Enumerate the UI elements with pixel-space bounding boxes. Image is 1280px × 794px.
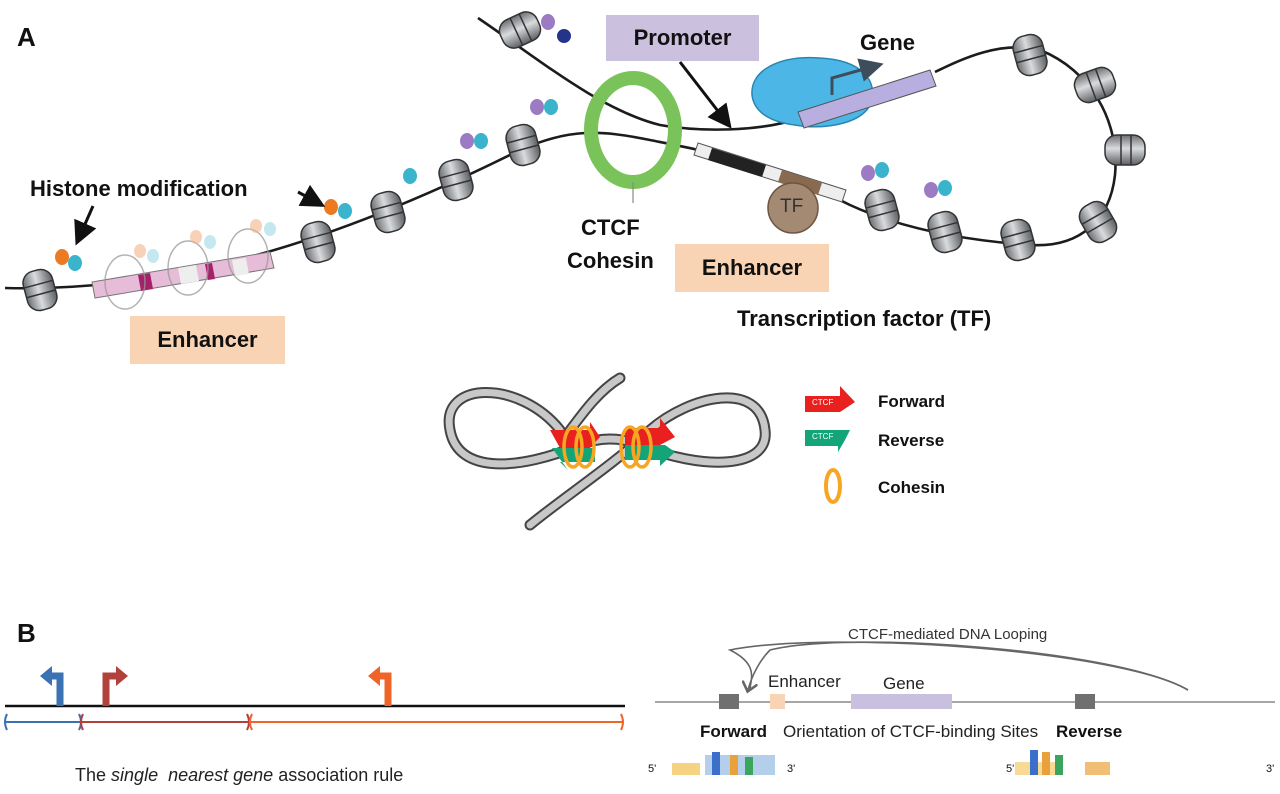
legend-cohesin-label: Cohesin [878,478,946,497]
nucleosomes [22,11,1146,312]
sequence-logo-reverse [1015,750,1110,775]
transcription-start-arrow [830,58,884,95]
ctcf-looping-track [655,641,1275,709]
orientation-label: Orientation of CTCF-binding Sites [783,722,1039,741]
transcription-factor [767,182,819,234]
enhancer-block [770,694,785,709]
reverse-five-prime: 5' [1006,763,1015,775]
legend-cohesin-icon [824,468,842,504]
enhancer-dna-segment-mid [693,142,847,203]
nearest-gene-track [4,666,625,731]
histone-arrow-right [297,184,326,207]
legend-forward-label: Forward [878,392,946,411]
ctcf-loop-illustration [443,372,771,531]
looping-reverse-label: Reverse [1056,722,1123,741]
legend-reverse-badge: CTCF [812,432,834,441]
cohesin-ring [584,71,682,189]
legend-forward-icon [805,386,855,412]
open-nucleosomes [104,228,269,310]
histone-modification-label: Histone modification [30,176,248,201]
promoter-arrow [678,61,732,129]
looping-enhancer-label: Enhancer [768,672,841,691]
ctcf-label: CTCF [581,215,640,240]
promoter-label: Promoter [606,15,759,61]
gene-rod [797,69,937,129]
histone-modification-marks [55,14,952,271]
enhancer-dna-segment-left [91,251,275,299]
panel-b-label: B [17,618,36,648]
caption-suffix: association rule [278,765,404,785]
gene-label: Gene [860,30,916,55]
transcription-factor-label: Transcription factor (TF) [737,306,992,331]
forward-five-prime: 5' [648,763,657,775]
ctcf-forward-left [550,422,600,448]
looping-title: CTCF-mediated DNA Looping [848,626,1048,643]
tf-badge-text: TF [780,196,804,217]
faded-histone-mods [134,219,276,263]
looping-gene-label: Gene [883,674,925,693]
caption-prefix: The [75,765,107,785]
sequence-logo-forward [672,752,775,775]
cohesin-label: Cohesin [567,248,654,273]
legend-reverse-icon [805,430,850,452]
histone-arrow-left [74,205,97,246]
legend-forward-badge: CTCF [812,398,834,407]
legend-reverse-label: Reverse [878,431,945,450]
looping-forward-label: Forward [700,722,768,741]
nearest-gene-rule-caption: The single nearest gene association rule [75,765,403,786]
enhancer-label-left: Enhancer [130,316,285,364]
forward-ctcf-site [719,694,739,709]
gene-block [851,694,952,709]
forward-three-prime: 3' [787,763,796,775]
reverse-three-prime: 3' [1266,763,1275,775]
caption-italic: single nearest gene [111,765,274,785]
enhancer-label-mid: Enhancer [675,244,829,292]
panel-a-label: A [17,22,36,52]
reverse-ctcf-site [1075,694,1095,709]
